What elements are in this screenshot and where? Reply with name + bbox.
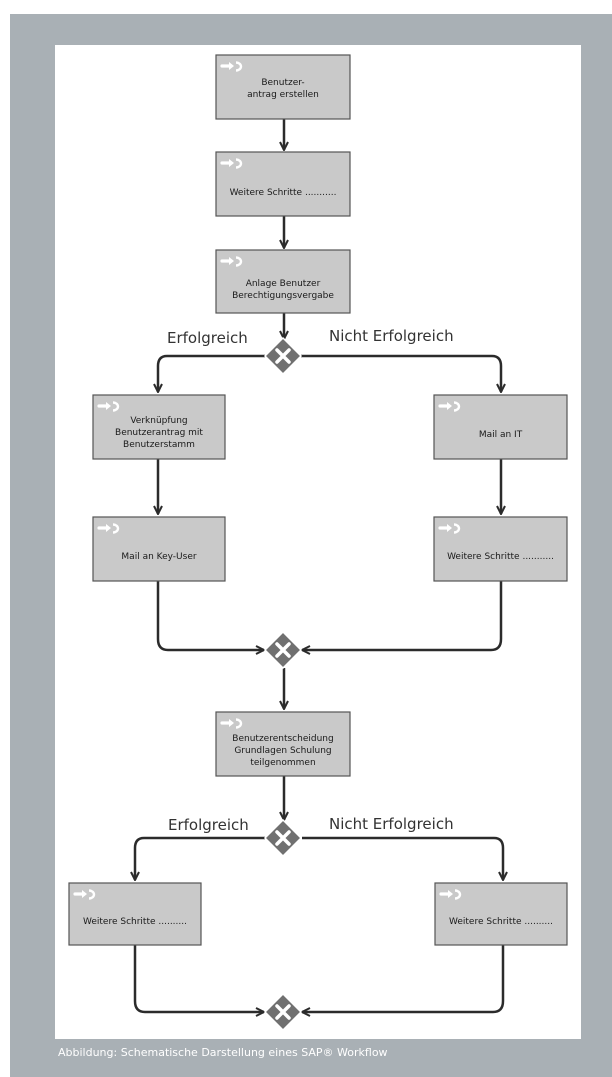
task-label: teilgenommen — [250, 758, 315, 768]
task-box — [215, 249, 351, 314]
gateways — [263, 336, 303, 1032]
connector — [302, 945, 505, 1012]
arrow-loop-icon — [438, 401, 461, 412]
figure-caption: Abbildung: Schematische Darstellung eine… — [58, 1046, 388, 1059]
task-label: Weitere Schritte .......... — [83, 917, 187, 927]
x-gateway-icon — [263, 992, 303, 1032]
connector — [135, 836, 265, 880]
x-gateway-icon — [263, 336, 303, 376]
connector — [133, 945, 264, 1012]
arrow-loop-icon — [97, 523, 120, 534]
task-box — [92, 394, 226, 460]
arrow-loop-icon — [220, 61, 243, 72]
task-label: Benutzerentscheidung — [232, 734, 333, 744]
task-box — [215, 151, 351, 217]
arrow-loop-icon — [438, 523, 461, 534]
arrow-loop-icon — [73, 889, 96, 900]
task-label: Mail an IT — [479, 430, 523, 440]
arrow-loop-icon — [220, 718, 243, 729]
task-box — [433, 516, 568, 582]
branch-label-fail: Nicht Erfolgreich — [329, 327, 454, 345]
task-label: Grundlagen Schulung — [234, 746, 331, 756]
task-box — [215, 54, 351, 120]
task-label: Benutzerantrag mit — [115, 428, 203, 438]
branch-labels: Erfolgreich Nicht Erfolgreich Erfolgreic… — [167, 327, 454, 834]
task-node-weitere2: Weitere Schritte ........... — [433, 516, 568, 582]
task-label: Berechtigungsvergabe — [232, 291, 334, 301]
arrow-loop-icon — [220, 256, 243, 267]
task-node-weitere4: Weitere Schritte .......... — [434, 882, 568, 946]
task-node-weitere3: Weitere Schritte .......... — [68, 882, 202, 946]
x-gateway-icon — [263, 630, 303, 670]
task-label: Weitere Schritte ........... — [230, 188, 337, 198]
task-box — [433, 394, 568, 460]
task-label: Mail an Key-User — [121, 552, 196, 562]
task-label: Weitere Schritte .......... — [449, 917, 553, 927]
task-node-benutzerantrag: Benutzer-antrag erstellen — [215, 54, 351, 120]
arrow-loop-icon — [220, 158, 243, 169]
arrow-loop-icon — [439, 889, 462, 900]
task-node-weitere1: Weitere Schritte ........... — [215, 151, 351, 217]
branch-label-success: Erfolgreich — [168, 816, 249, 834]
branch-label-success: Erfolgreich — [167, 329, 248, 347]
connector — [302, 581, 503, 650]
arrow-loop-icon — [97, 401, 120, 412]
task-node-mail-key-user: Mail an Key-User — [92, 516, 226, 582]
task-label: Verknüpfung — [130, 416, 187, 426]
x-gateway-icon — [263, 818, 303, 858]
task-node-mail-it: Mail an IT — [433, 394, 568, 460]
task-box — [92, 516, 226, 582]
connector — [158, 354, 265, 392]
task-box — [434, 882, 568, 946]
task-label: Weitere Schritte ........... — [447, 552, 554, 562]
task-label: Benutzer- — [261, 78, 304, 88]
connector — [302, 836, 503, 880]
task-label: antrag erstellen — [247, 90, 319, 100]
task-box — [68, 882, 202, 946]
task-label: Benutzerstamm — [123, 440, 195, 450]
connector — [301, 354, 501, 392]
task-box — [215, 711, 351, 777]
connectors — [135, 119, 503, 1012]
task-label: Anlage Benutzer — [246, 279, 321, 289]
branch-label-fail: Nicht Erfolgreich — [329, 815, 454, 833]
connector — [156, 581, 264, 650]
